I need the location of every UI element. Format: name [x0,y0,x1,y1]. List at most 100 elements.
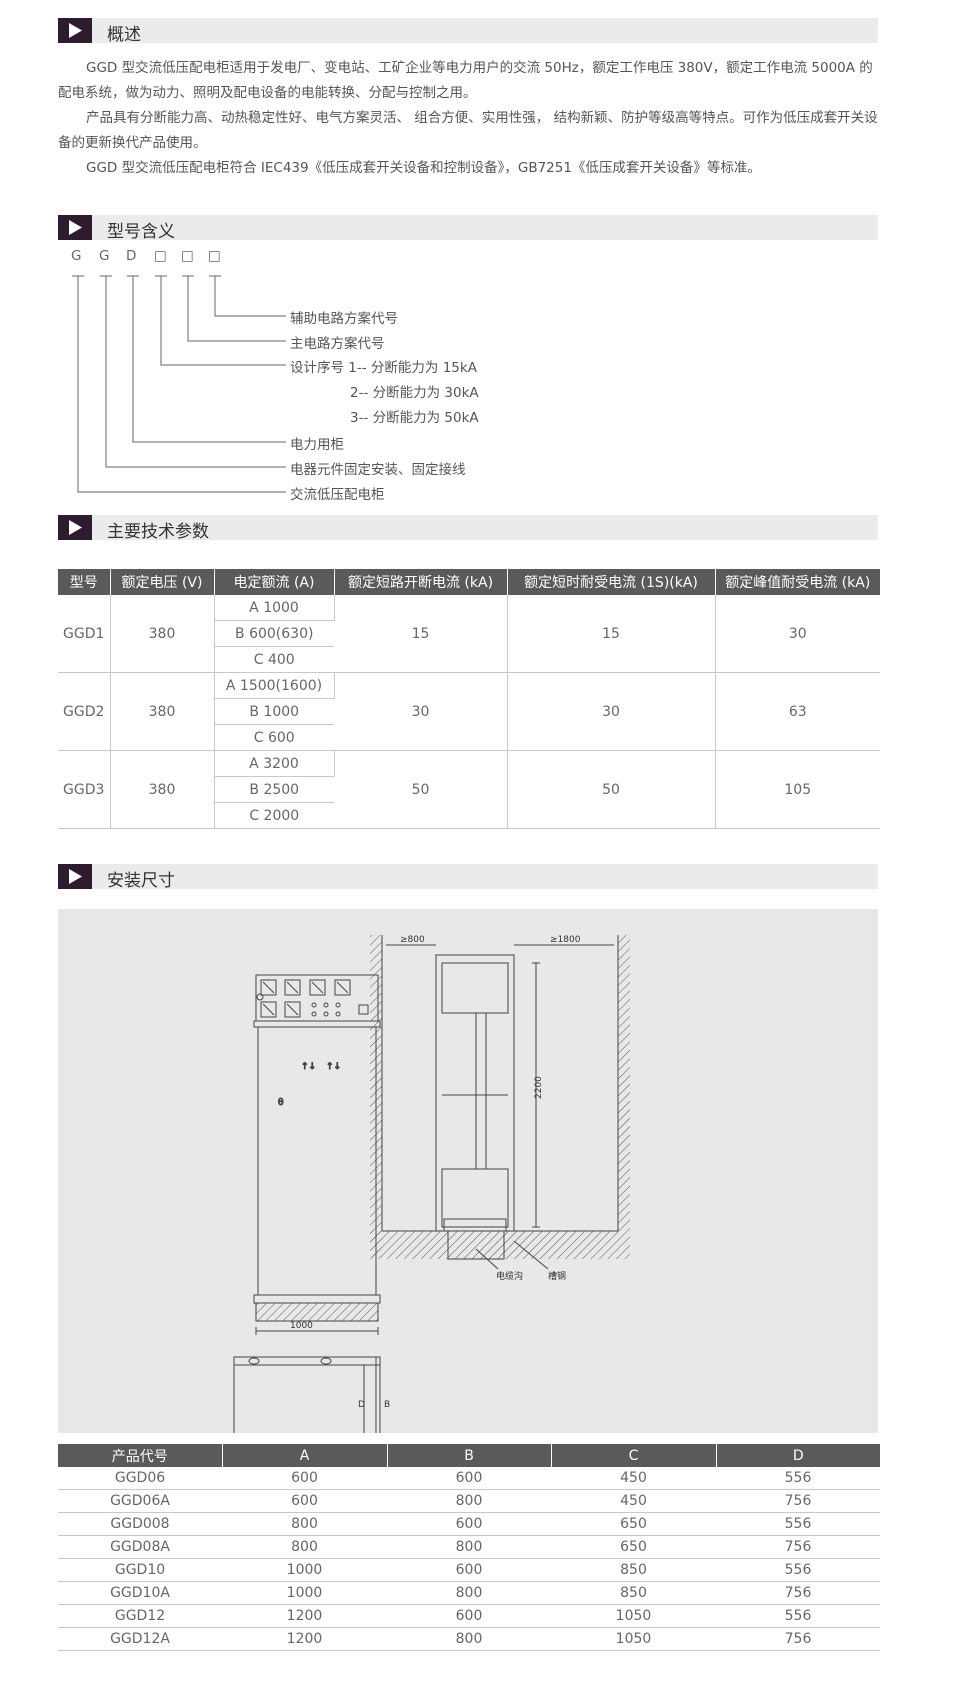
model-leader-lines [72,275,286,493]
model-label: 电器元件固定安装、固定接线 [290,462,466,478]
svg-text:↑↓: ↑↓ [326,1062,341,1072]
table-row: B 600(630) [58,620,880,647]
play-arrow-icon [58,18,92,43]
technical-drawing: ↑↓ ↑↓ θ [233,935,630,1433]
table-cell: C 2000 [214,802,334,829]
table-cell: GGD12 [58,1604,222,1628]
table-cell: 650 [551,1512,716,1536]
table-cell: 105 [715,750,880,829]
table-cell: B 1000 [214,698,334,725]
table-cell: 600 [222,1467,387,1490]
table-row: GGD2 380 A 1500(1600) 30 30 63 [58,672,880,751]
model-code-char: D [126,248,137,264]
table-row: C 2000 [58,802,880,829]
table-cell: 800 [387,1581,551,1605]
table-row: B 2500 [58,776,880,803]
model-code-diagram: G G D □ □ □ 辅助电路方案代号 主电路方案代号 设计序号 1-- 分断… [60,248,600,503]
table-cell: B 600(630) [214,620,334,647]
table-cell: 556 [716,1604,880,1628]
table-cell: 850 [551,1558,716,1582]
table-row: C 600 [58,724,880,751]
model-label: 主电路方案代号 [290,336,385,352]
table-cell: 556 [716,1512,880,1536]
table-header: 产品代号 [58,1444,223,1467]
table-row: B 1000 [58,698,880,725]
model-label: 设计序号 1-- 分断能力为 15kA [290,360,477,376]
model-label: 电力用柜 [290,437,344,453]
svg-text:θ: θ [278,1098,284,1108]
table-cell: A 1000 [214,595,335,621]
table-cell: 600 [387,1604,551,1628]
table-header: D [716,1444,880,1467]
table-cell: 800 [387,1489,551,1513]
section-title: 安装尺寸 [107,871,175,891]
installation-drawing: ↑↓ ↑↓ θ [58,909,878,1433]
table-cell: 850 [551,1581,716,1605]
drawing-label: ≥1800 [550,935,581,945]
table-header: 电定额流 (A) [214,569,335,595]
table-cell: 756 [716,1627,880,1651]
table-cell: 15 [507,595,716,673]
table-cell: 800 [387,1535,551,1559]
table-cell: 450 [551,1467,716,1490]
section-title: 主要技术参数 [107,522,209,542]
overview-paragraph: GGD 型交流低压配电柜符合 IEC439《低压成套开关设备和控制设备》，GB7… [86,160,761,176]
table-cell: B 2500 [214,776,334,803]
table-cell: 600 [387,1467,551,1490]
table-cell: GGD06 [58,1467,222,1490]
table-cell: GGD1 [58,595,111,673]
play-arrow-icon [58,215,92,240]
model-label: 辅助电路方案代号 [290,311,398,327]
table-cell: 1200 [222,1627,387,1651]
table-cell: 756 [716,1489,880,1513]
table-cell: A 3200 [214,750,335,777]
table-cell: 756 [716,1535,880,1559]
table-cell: 30 [715,595,880,673]
table-cell: 380 [110,672,215,751]
table-cell: GGD2 [58,672,111,751]
table-header: 型号 [58,569,111,595]
table-cell: C 600 [214,724,334,751]
model-code-char: G [71,248,82,264]
drawing-label: 1000 [290,1321,313,1331]
section-header-overview: 概述 [58,18,878,45]
table-row: GGD1 380 A 1000 15 15 30 [58,595,880,673]
table-cell: GGD12A [58,1627,222,1651]
model-code-char: □ [208,248,221,264]
drawing-label: D [358,1400,365,1410]
svg-text:↑↓: ↑↓ [301,1062,316,1072]
overview-paragraph: 产品具有分断能力高、动热稳定性好、电气方案灵活、 组合方便、实用性强， 结构新颖… [58,110,878,151]
table-cell: 1000 [222,1558,387,1582]
table-cell: 800 [222,1512,387,1536]
table-cell: 1200 [222,1604,387,1628]
overview-text: GGD 型交流低压配电柜适用于发电厂、变电站、工矿企业等电力用户的交流 50Hz… [58,56,880,181]
table-cell: 30 [507,672,716,751]
model-code-char: □ [181,248,194,264]
model-code-char: □ [154,248,167,264]
table-cell: 1000 [222,1581,387,1605]
model-label: 交流低压配电柜 [290,487,385,503]
table-cell: 600 [387,1558,551,1582]
drawing-label: 电缆沟 [496,1270,523,1282]
table-header: 额定峰值耐受电流 (kA) [715,569,880,595]
table-cell: GGD008 [58,1512,222,1536]
model-label: 3-- 分断能力为 50kA [350,410,479,426]
table-cell: 1050 [551,1604,716,1628]
spec-table: 型号 额定电压 (V) 电定额流 (A) 额定短路开断电流 (kA) 额定短时耐… [58,569,880,829]
table-cell: 756 [716,1581,880,1605]
drawing-label: 2200 [534,1076,544,1099]
table-cell: 380 [110,750,215,829]
table-header: B [387,1444,552,1467]
table-cell: 50 [334,750,508,829]
table-header: C [551,1444,717,1467]
table-cell: 15 [334,595,508,673]
drawing-label: B [384,1400,390,1410]
table-row: GGD3 380 A 3200 50 50 105 [58,750,880,829]
table-cell: 600 [222,1489,387,1513]
table-cell: 650 [551,1535,716,1559]
